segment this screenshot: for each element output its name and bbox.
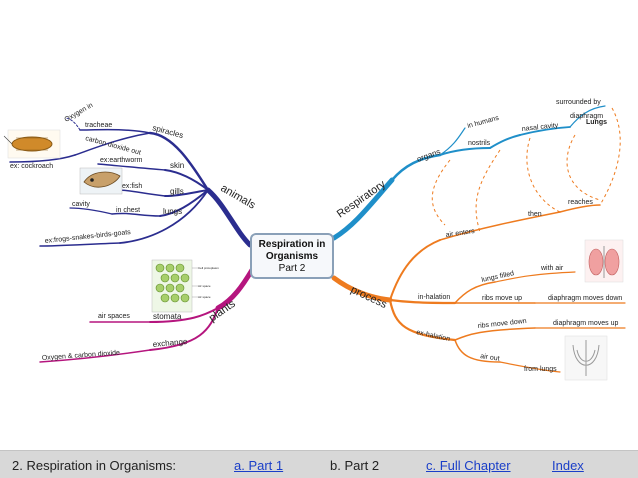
label-in-chest: in chest	[116, 207, 140, 214]
stomata-label-2: Air space	[198, 284, 211, 288]
stomata-label-3: Air space	[198, 295, 211, 299]
central-title-line2: Organisms	[265, 251, 319, 262]
ribcage-exhale-illustration	[564, 335, 608, 381]
label-air-spaces: air spaces	[98, 313, 130, 320]
respiratory-branch	[331, 105, 606, 241]
footer-label: 2. Respiration in Organisms:	[12, 458, 177, 473]
label-cavity: cavity	[72, 201, 90, 208]
stomata-illustration: Cell protoplasm Air space Air space	[151, 259, 219, 313]
label-air-enters: air enters	[445, 228, 475, 239]
link-index[interactable]: Index	[552, 458, 584, 473]
branch-label-process: process	[349, 284, 389, 311]
stomata-label-1: Cell protoplasm	[198, 266, 219, 270]
label-diaphragm-moves-up: diaphragm moves up	[553, 320, 618, 327]
label-skin: skin	[170, 161, 184, 170]
label-from-lungs: from lungs	[524, 366, 557, 373]
fish-head-illustration	[79, 167, 123, 195]
current-part-2: b. Part 2	[330, 458, 380, 473]
footer-nav: 2. Respiration in Organisms: a. Part 1 b…	[0, 450, 638, 478]
label-nasal-cavity: nasal cavity	[521, 122, 559, 133]
label-in-halation: in-halation	[418, 294, 450, 301]
label-ex-halation: ex-halation	[416, 329, 451, 343]
label-organs: organs	[416, 147, 442, 164]
label-air-out: air out	[480, 353, 500, 363]
label-stomata: stomata	[153, 312, 182, 321]
label-exchange: exchange	[152, 337, 188, 349]
branch-label-plants: plants	[207, 298, 238, 325]
cockroach-illustration	[3, 129, 61, 159]
central-subtitle: Part 2	[278, 263, 306, 274]
label-ribs-move-up: ribs move up	[482, 295, 522, 302]
label-diaphragm: diaphragm	[570, 113, 603, 120]
label-diaphragm-moves-down: diaphragm moves down	[548, 295, 622, 302]
mind-map: animals plants Respiratory process spira…	[3, 99, 626, 381]
label-reaches: reaches	[568, 199, 593, 206]
label-fish: ex:fish	[122, 183, 142, 190]
label-earthworm: ex:earthworm	[100, 157, 143, 164]
respiratory-links	[431, 107, 621, 233]
process-branch	[331, 204, 626, 373]
link-part-1[interactable]: a. Part 1	[234, 458, 284, 473]
label-gills: gills	[170, 187, 184, 196]
link-full-chapter[interactable]: c. Full Chapter	[426, 458, 511, 473]
label-in-humans: in humans	[467, 115, 500, 130]
label-tracheae: tracheae	[85, 122, 112, 129]
label-nostrils: nostrils	[468, 140, 491, 147]
ribcage-inhale-illustration	[584, 239, 624, 283]
label-lungs-node: Lungs	[586, 119, 607, 126]
central-title-line1: Respiration in	[258, 239, 326, 250]
central-topic: Respiration in Organisms Part 2	[250, 233, 334, 279]
label-oxygen-co2: Oxygen & carbon dioxide	[42, 350, 121, 362]
plants-branch	[39, 267, 255, 363]
label-then: then	[528, 211, 542, 218]
animals-branch	[9, 117, 253, 248]
label-lungs-animals: lungs	[163, 207, 182, 216]
label-carbon-dioxide-out: carbon dioxide out	[84, 135, 141, 157]
label-oxygen-in: Oxygen in	[64, 102, 95, 124]
label-cockroach: ex: cockroach	[10, 163, 53, 170]
label-with-air: with air	[540, 265, 564, 272]
label-spiracles: spiracles	[151, 123, 184, 140]
label-surrounded-by: surrounded by	[556, 99, 601, 106]
